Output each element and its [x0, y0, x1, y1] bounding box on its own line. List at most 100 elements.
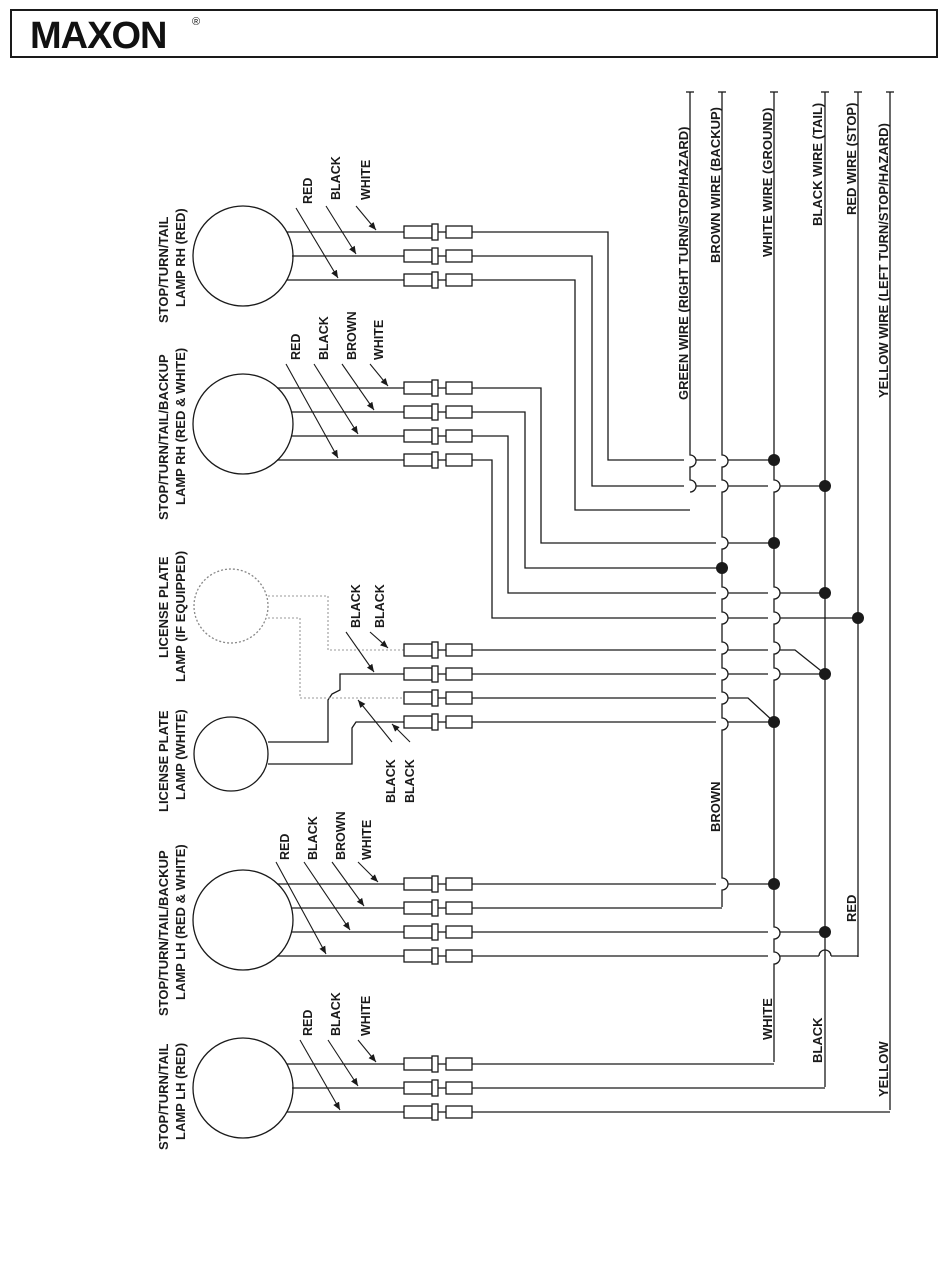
green-wire-label: GREEN WIRE (RIGHT TURN/STOP/HAZARD) — [676, 127, 691, 400]
wire-label: RED — [289, 334, 303, 360]
black-bus-label: BLACK — [810, 1017, 825, 1063]
junction-dot — [819, 668, 831, 680]
connector — [403, 451, 473, 469]
lamp-plate-white-title-2: LAMP (WHITE) — [173, 709, 188, 800]
optional-plate-wires — [268, 595, 404, 699]
connector — [403, 641, 473, 659]
wire-label: BLACK — [384, 759, 398, 803]
lamp-plate-white — [193, 716, 269, 792]
brown-bus-label: BROWN — [708, 781, 723, 832]
lamp-lh-red — [192, 1037, 294, 1139]
connector — [403, 379, 473, 397]
junction-dot — [819, 587, 831, 599]
lamp-rh-red — [192, 205, 294, 307]
connector — [403, 875, 473, 893]
wire-label: BLACK — [317, 316, 331, 360]
lamp-rh-red-white — [192, 373, 294, 475]
lamp-plate-opt-title-1: LICENSE PLATE — [156, 556, 171, 658]
wire-label: BLACK — [403, 759, 417, 803]
route — [472, 255, 684, 487]
header-box: MAXON ® — [10, 9, 938, 58]
lamp-lh-rw-title-1: STOP/TURN/TAIL/BACKUP — [156, 850, 171, 1016]
connector — [403, 713, 473, 731]
connector — [403, 947, 473, 965]
yellow-wire-label: YELLOW WIRE (LEFT TURN/STOP/HAZARD) — [876, 123, 891, 398]
route — [472, 697, 775, 723]
wire-label: WHITE — [372, 320, 386, 360]
lamp-lh-red-white — [192, 869, 294, 971]
wire-label: WHITE — [359, 996, 373, 1036]
connector — [403, 899, 473, 917]
lamp-lh-rw-title-2: LAMP LH (RED & WHITE) — [173, 844, 188, 1000]
junction-dot — [768, 454, 780, 466]
brown-bus — [721, 92, 729, 907]
junction-dot — [768, 878, 780, 890]
junction-dot — [716, 562, 728, 574]
lamp-wire-labels: RED BLACK WHITE RED BLACK BROWN WHITE BL… — [278, 156, 417, 1036]
white-bus-label: WHITE — [760, 998, 775, 1040]
wire-label: WHITE — [359, 160, 373, 200]
connector — [403, 427, 473, 445]
route — [472, 435, 716, 594]
yellow-bus-label: YELLOW — [876, 1041, 891, 1097]
green-bus — [689, 92, 697, 493]
junction-dot — [768, 537, 780, 549]
lamp-rh-rw-title-1: STOP/TURN/TAIL/BACKUP — [156, 354, 171, 520]
junctions — [716, 454, 864, 938]
wire-label: BLACK — [373, 584, 387, 628]
connector — [403, 271, 473, 289]
connector — [403, 1103, 473, 1121]
wire-label: RED — [301, 1010, 315, 1036]
lamp-plate-white-title-1: LICENSE PLATE — [156, 710, 171, 812]
connector — [403, 223, 473, 241]
wire-label: BLACK — [329, 156, 343, 200]
white-bus — [773, 92, 781, 1062]
lamp-plate-opt-title-2: LAMP (IF EQUIPPED) — [173, 551, 188, 682]
connector — [403, 665, 473, 683]
hop-marks — [818, 949, 832, 957]
route — [472, 459, 716, 619]
wire-label: RED — [278, 834, 292, 860]
wire-label: BLACK — [349, 584, 363, 628]
connector — [403, 923, 473, 941]
wire-label: BROWN — [345, 311, 359, 360]
connector — [403, 689, 473, 707]
label-pointers — [275, 205, 411, 1111]
wire-label: BLACK — [306, 816, 320, 860]
junction-dot — [819, 926, 831, 938]
route — [472, 411, 722, 569]
red-wire-label: RED WIRE (STOP) — [844, 103, 859, 215]
connector — [403, 247, 473, 265]
wire-label: RED — [301, 178, 315, 204]
junction-dot — [768, 716, 780, 728]
red-bus-label: RED — [844, 895, 859, 922]
wire-label: BROWN — [334, 811, 348, 860]
lamp-lh-red-title-1: STOP/TURN/TAIL — [156, 1044, 171, 1150]
route — [472, 231, 684, 461]
junction-dot — [819, 480, 831, 492]
lamp-rh-rw-title-2: LAMP RH (RED & WHITE) — [173, 348, 188, 505]
lamp-wires — [268, 231, 404, 1113]
lamp-wire — [268, 673, 404, 743]
harness-routes — [472, 231, 890, 1113]
route — [472, 279, 690, 511]
connector — [403, 1055, 473, 1073]
lamp-circles — [192, 205, 294, 1139]
wire-label: BLACK — [329, 992, 343, 1036]
lamp-rh-red-title-1: STOP/TURN/TAIL — [156, 217, 171, 323]
optional-wire — [268, 617, 404, 699]
route — [472, 387, 716, 544]
harness-buses — [686, 91, 894, 1110]
harness-labels: GREEN WIRE (RIGHT TURN/STOP/HAZARD) BROW… — [676, 103, 891, 1097]
optional-wire — [268, 595, 404, 651]
lamp-lh-red-title-2: LAMP LH (RED) — [173, 1043, 188, 1140]
white-wire-label: WHITE WIRE (GROUND) — [760, 108, 775, 257]
lamp-wire — [268, 721, 404, 765]
connector — [403, 1079, 473, 1097]
lamp-rh-red-title-2: LAMP RH (RED) — [173, 208, 188, 307]
brown-wire-label: BROWN WIRE (BACKUP) — [708, 107, 723, 263]
maxon-logo: MAXON — [30, 15, 167, 57]
route — [472, 649, 826, 675]
wire-label: WHITE — [360, 820, 374, 860]
